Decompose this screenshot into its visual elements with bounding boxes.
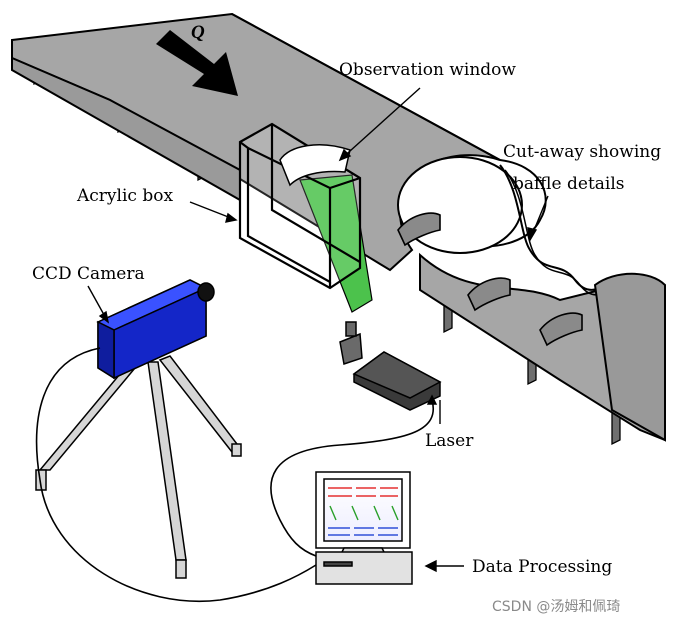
cables — [35, 347, 435, 602]
observation-window-label: Observation window — [339, 60, 516, 80]
laser-label: Laser — [425, 431, 474, 451]
observation-window — [279, 144, 351, 187]
tripod — [35, 355, 242, 579]
acrylic-box-label: Acrylic box — [77, 186, 174, 206]
cutaway-label-line1: Cut-away showing — [503, 142, 662, 162]
laser-sheet — [299, 174, 373, 313]
baffles — [397, 212, 583, 347]
flow-arrow — [156, 30, 238, 96]
ccd-camera-label: CCD Camera — [32, 264, 145, 284]
ccd-camera — [96, 279, 215, 380]
label-leaders — [87, 87, 549, 573]
data-processing-label: Data Processing — [472, 557, 613, 577]
screen-vector-field — [328, 487, 399, 536]
cutaway-label-line2: baffle details — [513, 174, 625, 194]
flow-label: Q — [191, 22, 205, 43]
watermark: CSDN @汤姆和佩琦 — [492, 599, 621, 615]
laser-unit — [339, 321, 442, 411]
